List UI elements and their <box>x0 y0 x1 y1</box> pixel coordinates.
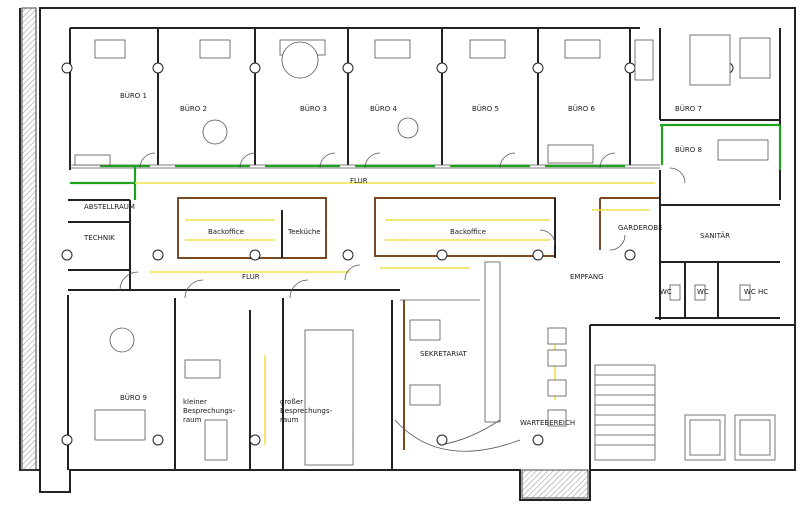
label-wc-2: WC <box>697 288 709 296</box>
label-wc-hc: WC HC <box>744 288 768 296</box>
label-kleiner-besprechungsraum-2: Besprechungs- <box>183 407 235 415</box>
structural-columns <box>61 62 734 446</box>
light-lines <box>135 182 655 445</box>
top-office-walls <box>69 27 781 200</box>
label-grosser-besprechungsraum-1: großer <box>280 398 303 406</box>
label-grosser-besprechungsraum-2: Besprechungs- <box>280 407 332 415</box>
label-buero-3: BÜRO 3 <box>300 104 327 113</box>
outer-walls <box>19 7 796 501</box>
furniture <box>74 34 776 466</box>
label-buero-7: BÜRO 7 <box>675 104 702 113</box>
label-empfang: EMPFANG <box>570 273 604 281</box>
label-backoffice-right: Backoffice <box>450 228 486 236</box>
staircase <box>594 364 656 461</box>
label-abstellraum: ABSTELLRAUM <box>84 203 135 211</box>
label-technik: TECHNIK <box>83 234 115 242</box>
door-swings <box>119 152 686 299</box>
label-grosser-besprechungsraum-3: raum <box>280 416 299 424</box>
label-buero-4: BÜRO 4 <box>370 104 398 113</box>
label-buero-5: BÜRO 5 <box>472 104 499 113</box>
label-wartebereich: WARTEBEREICH <box>520 419 575 427</box>
label-buero-1: BÜRO 1 <box>120 91 147 100</box>
middle-walls <box>68 170 780 320</box>
label-sanitaer: SANITÄR <box>700 231 730 240</box>
label-teekueche: Teeküche <box>287 228 321 236</box>
label-backoffice-left: Backoffice <box>208 228 244 236</box>
label-buero-6: BÜRO 6 <box>568 104 596 113</box>
room-labels: BÜRO 1 BÜRO 2 BÜRO 3 BÜRO 4 BÜRO 5 BÜRO … <box>83 91 768 427</box>
label-flur-bottom: FLUR <box>242 273 260 281</box>
label-garderobe: GARDEROBE <box>618 224 663 232</box>
label-buero-8: BÜRO 8 <box>675 145 702 154</box>
label-wc-1: WC <box>660 288 672 296</box>
label-buero-9: BÜRO 9 <box>120 393 147 402</box>
label-flur-top: FLUR <box>350 177 368 185</box>
glass-partitions <box>70 123 782 200</box>
label-buero-2: BÜRO 2 <box>180 104 207 113</box>
label-kleiner-besprechungsraum-3: raum <box>183 416 202 424</box>
label-kleiner-besprechungsraum-1: kleiner <box>183 398 207 406</box>
label-sekretariat: SEKRETARIAT <box>420 350 467 358</box>
